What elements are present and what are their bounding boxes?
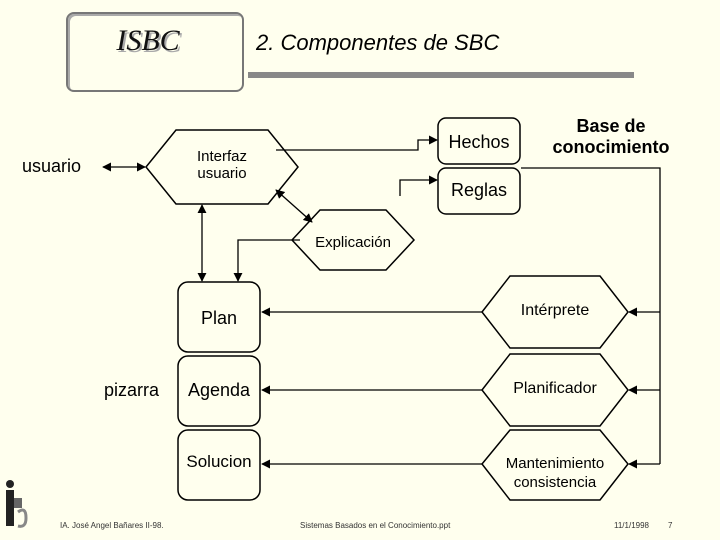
interfaz-usuario-node [145, 129, 299, 205]
reglas-label: Reglas [450, 180, 508, 200]
agenda-label: Agenda [187, 380, 251, 400]
base-conocimiento-bus [521, 167, 661, 464]
title-underline [248, 72, 634, 78]
plan-box [177, 281, 261, 353]
interfaz-line1: Interfaz [196, 148, 248, 165]
mantenimiento-line2: consistencia [513, 474, 597, 491]
hechos-label: Hechos [448, 132, 510, 152]
usuario-label: usuario [22, 156, 82, 176]
explicacion-node [290, 209, 416, 271]
mantenimiento-node [481, 429, 629, 501]
interfaz-usuario-label: Interfaz usuario [146, 148, 298, 182]
planificador-node [481, 353, 629, 427]
slide-title: 2. Componentes de SBC [256, 30, 500, 55]
solucion-label: Solucion [186, 452, 252, 471]
base-line1: Base de [576, 116, 646, 136]
base-conocimiento-label: Base de conocimiento [528, 116, 694, 158]
ia-logo-icon [6, 480, 28, 528]
interfaz-line2: usuario [197, 165, 247, 182]
logo-box [66, 12, 244, 92]
interprete-node [481, 275, 629, 349]
explicacion-plan-arrow [233, 239, 300, 282]
footer-author: IA. José Angel Bañares II-98. [60, 521, 164, 530]
plan-label: Plan [200, 308, 238, 328]
footer-date: 11/1/1998 [614, 521, 649, 530]
interfaz-hechos-arrow [276, 135, 438, 151]
logo-text: ISBC [116, 24, 180, 57]
mantenimiento-line1: Mantenimiento [505, 455, 605, 472]
hechos-box [437, 117, 521, 165]
agenda-box [177, 355, 261, 427]
footer-page-number: 7 [668, 521, 673, 530]
solucion-box [177, 429, 261, 501]
reglas-connector [399, 175, 438, 196]
mantenimiento-label: Mantenimiento consistencia [482, 454, 628, 492]
interprete-label: Intérprete [520, 302, 590, 319]
planificador-label: Planificador [513, 380, 597, 397]
explicacion-label: Explicación [315, 234, 391, 251]
pizarra-label: pizarra [104, 380, 160, 400]
base-line2: conocimiento [552, 137, 670, 157]
footer-file: Sistemas Basados en el Conocimiento.ppt [300, 521, 451, 530]
reglas-box [437, 167, 521, 215]
interfaz-explicacion-arrow [275, 189, 313, 223]
